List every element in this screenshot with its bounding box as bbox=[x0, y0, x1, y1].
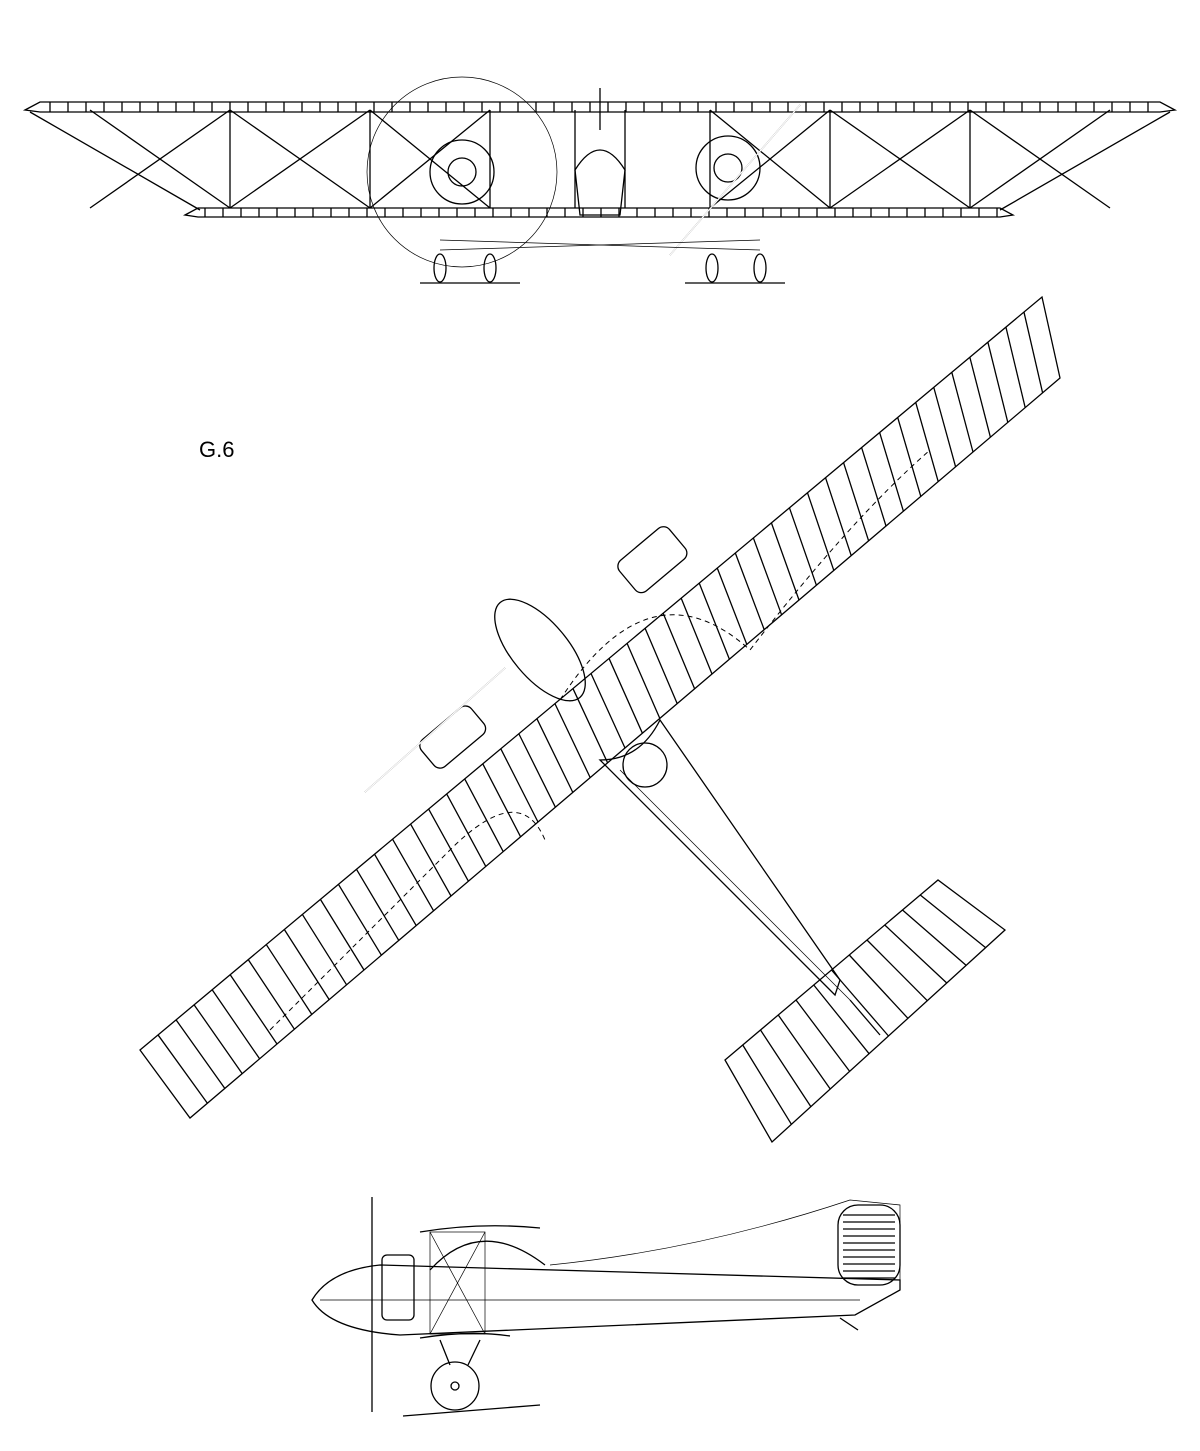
tail-rib bbox=[848, 954, 909, 1019]
wheel bbox=[753, 253, 767, 283]
wing-rib bbox=[500, 748, 539, 823]
wing-rib bbox=[319, 899, 365, 971]
wing-rib bbox=[211, 989, 261, 1060]
wing-rib bbox=[933, 387, 957, 467]
front-view bbox=[22, 76, 1178, 284]
tail-rib bbox=[795, 999, 851, 1072]
wing-rib bbox=[897, 417, 922, 497]
nacelle-front bbox=[574, 149, 626, 216]
wing-rib bbox=[1023, 311, 1044, 393]
aircraft-designation-label: G.6 bbox=[199, 437, 235, 462]
wing-rib bbox=[716, 567, 748, 645]
wing-rib bbox=[373, 853, 417, 926]
tail-rib bbox=[813, 984, 870, 1055]
bracing-wire bbox=[969, 109, 1111, 209]
wing-rib bbox=[482, 763, 522, 838]
lower-wing-side bbox=[419, 1332, 511, 1339]
wing-rib bbox=[824, 477, 852, 556]
wheel bbox=[433, 253, 447, 283]
wing-rib bbox=[283, 929, 330, 1000]
upper-wing-front bbox=[22, 101, 1178, 113]
bracing-wire bbox=[229, 109, 371, 209]
main-wheel bbox=[430, 1361, 480, 1411]
tail-rib bbox=[742, 1044, 792, 1125]
wing-rib bbox=[301, 914, 348, 986]
wing-rib bbox=[608, 658, 643, 734]
tail-rib bbox=[831, 969, 889, 1037]
wing-rib bbox=[680, 597, 713, 675]
left-engine bbox=[429, 139, 495, 205]
wing-rib bbox=[915, 402, 939, 482]
wing-rib bbox=[734, 552, 765, 630]
wing-rib bbox=[842, 462, 870, 541]
wing-strut bbox=[999, 111, 1171, 211]
right-engine-nacelle bbox=[617, 526, 688, 594]
wing-rib bbox=[969, 357, 992, 438]
right-engine bbox=[695, 135, 761, 201]
wing-rib bbox=[698, 582, 731, 660]
wheel bbox=[483, 253, 497, 283]
wing-rib bbox=[572, 688, 609, 764]
cockpit bbox=[622, 742, 668, 788]
fuselage-side bbox=[311, 1264, 901, 1336]
bracing-wire bbox=[369, 109, 491, 209]
wing-rib bbox=[265, 944, 313, 1015]
wing-rib bbox=[752, 537, 783, 616]
wing-rib bbox=[644, 628, 678, 704]
wing-rib bbox=[337, 884, 382, 956]
tail-rib bbox=[902, 909, 967, 966]
lower-wing-front bbox=[182, 207, 1016, 218]
wing-rib bbox=[626, 643, 661, 719]
propeller-disc bbox=[366, 76, 558, 268]
wing-rib bbox=[662, 613, 696, 690]
fuselage-top bbox=[598, 718, 841, 997]
wing-rib bbox=[247, 959, 295, 1030]
tail-rib bbox=[884, 924, 948, 984]
wing-rib bbox=[879, 432, 905, 512]
wing-rib bbox=[770, 522, 800, 601]
tail-rib bbox=[777, 1014, 831, 1090]
tail-rib bbox=[919, 894, 986, 949]
wing-rib bbox=[391, 838, 435, 912]
ground-line-side bbox=[402, 1404, 541, 1417]
wing-rib bbox=[554, 703, 591, 778]
wing-rib bbox=[410, 823, 452, 897]
gunner-cockpit-fairing bbox=[429, 1240, 546, 1271]
wing-rib bbox=[951, 372, 974, 453]
upper-wing-side bbox=[419, 1225, 541, 1233]
wing-rib bbox=[1005, 326, 1026, 408]
wing-rib bbox=[518, 733, 556, 808]
bracing-wire bbox=[829, 109, 971, 209]
wing-rib bbox=[788, 507, 818, 586]
wing-rib bbox=[229, 974, 278, 1045]
top-view bbox=[139, 295, 1061, 1144]
engine-side bbox=[381, 1254, 415, 1321]
tail-rib bbox=[759, 1029, 812, 1108]
side-view bbox=[311, 1197, 901, 1417]
wing-rib bbox=[464, 778, 504, 852]
wheel bbox=[705, 253, 719, 283]
tail-rib bbox=[866, 939, 928, 1002]
wing-rib bbox=[428, 808, 469, 882]
wing-rib bbox=[536, 718, 574, 793]
wing-rib bbox=[193, 1004, 243, 1074]
bracing-wire bbox=[89, 109, 231, 209]
fin-rudder bbox=[837, 1204, 901, 1286]
wing-strut bbox=[29, 111, 201, 211]
nose-gunner-pod bbox=[494, 598, 586, 702]
wing-rib bbox=[806, 492, 835, 571]
wing-rib bbox=[860, 447, 887, 527]
wing-planform bbox=[139, 295, 1061, 1119]
wing-rib bbox=[590, 673, 626, 749]
wing-rib bbox=[157, 1034, 208, 1104]
tailplane bbox=[724, 879, 1007, 1144]
wing-rib bbox=[446, 793, 487, 867]
bracing-wire bbox=[709, 109, 831, 209]
wing-rib bbox=[175, 1019, 226, 1089]
wing-rib bbox=[987, 342, 1009, 423]
wing-rib bbox=[355, 868, 400, 941]
